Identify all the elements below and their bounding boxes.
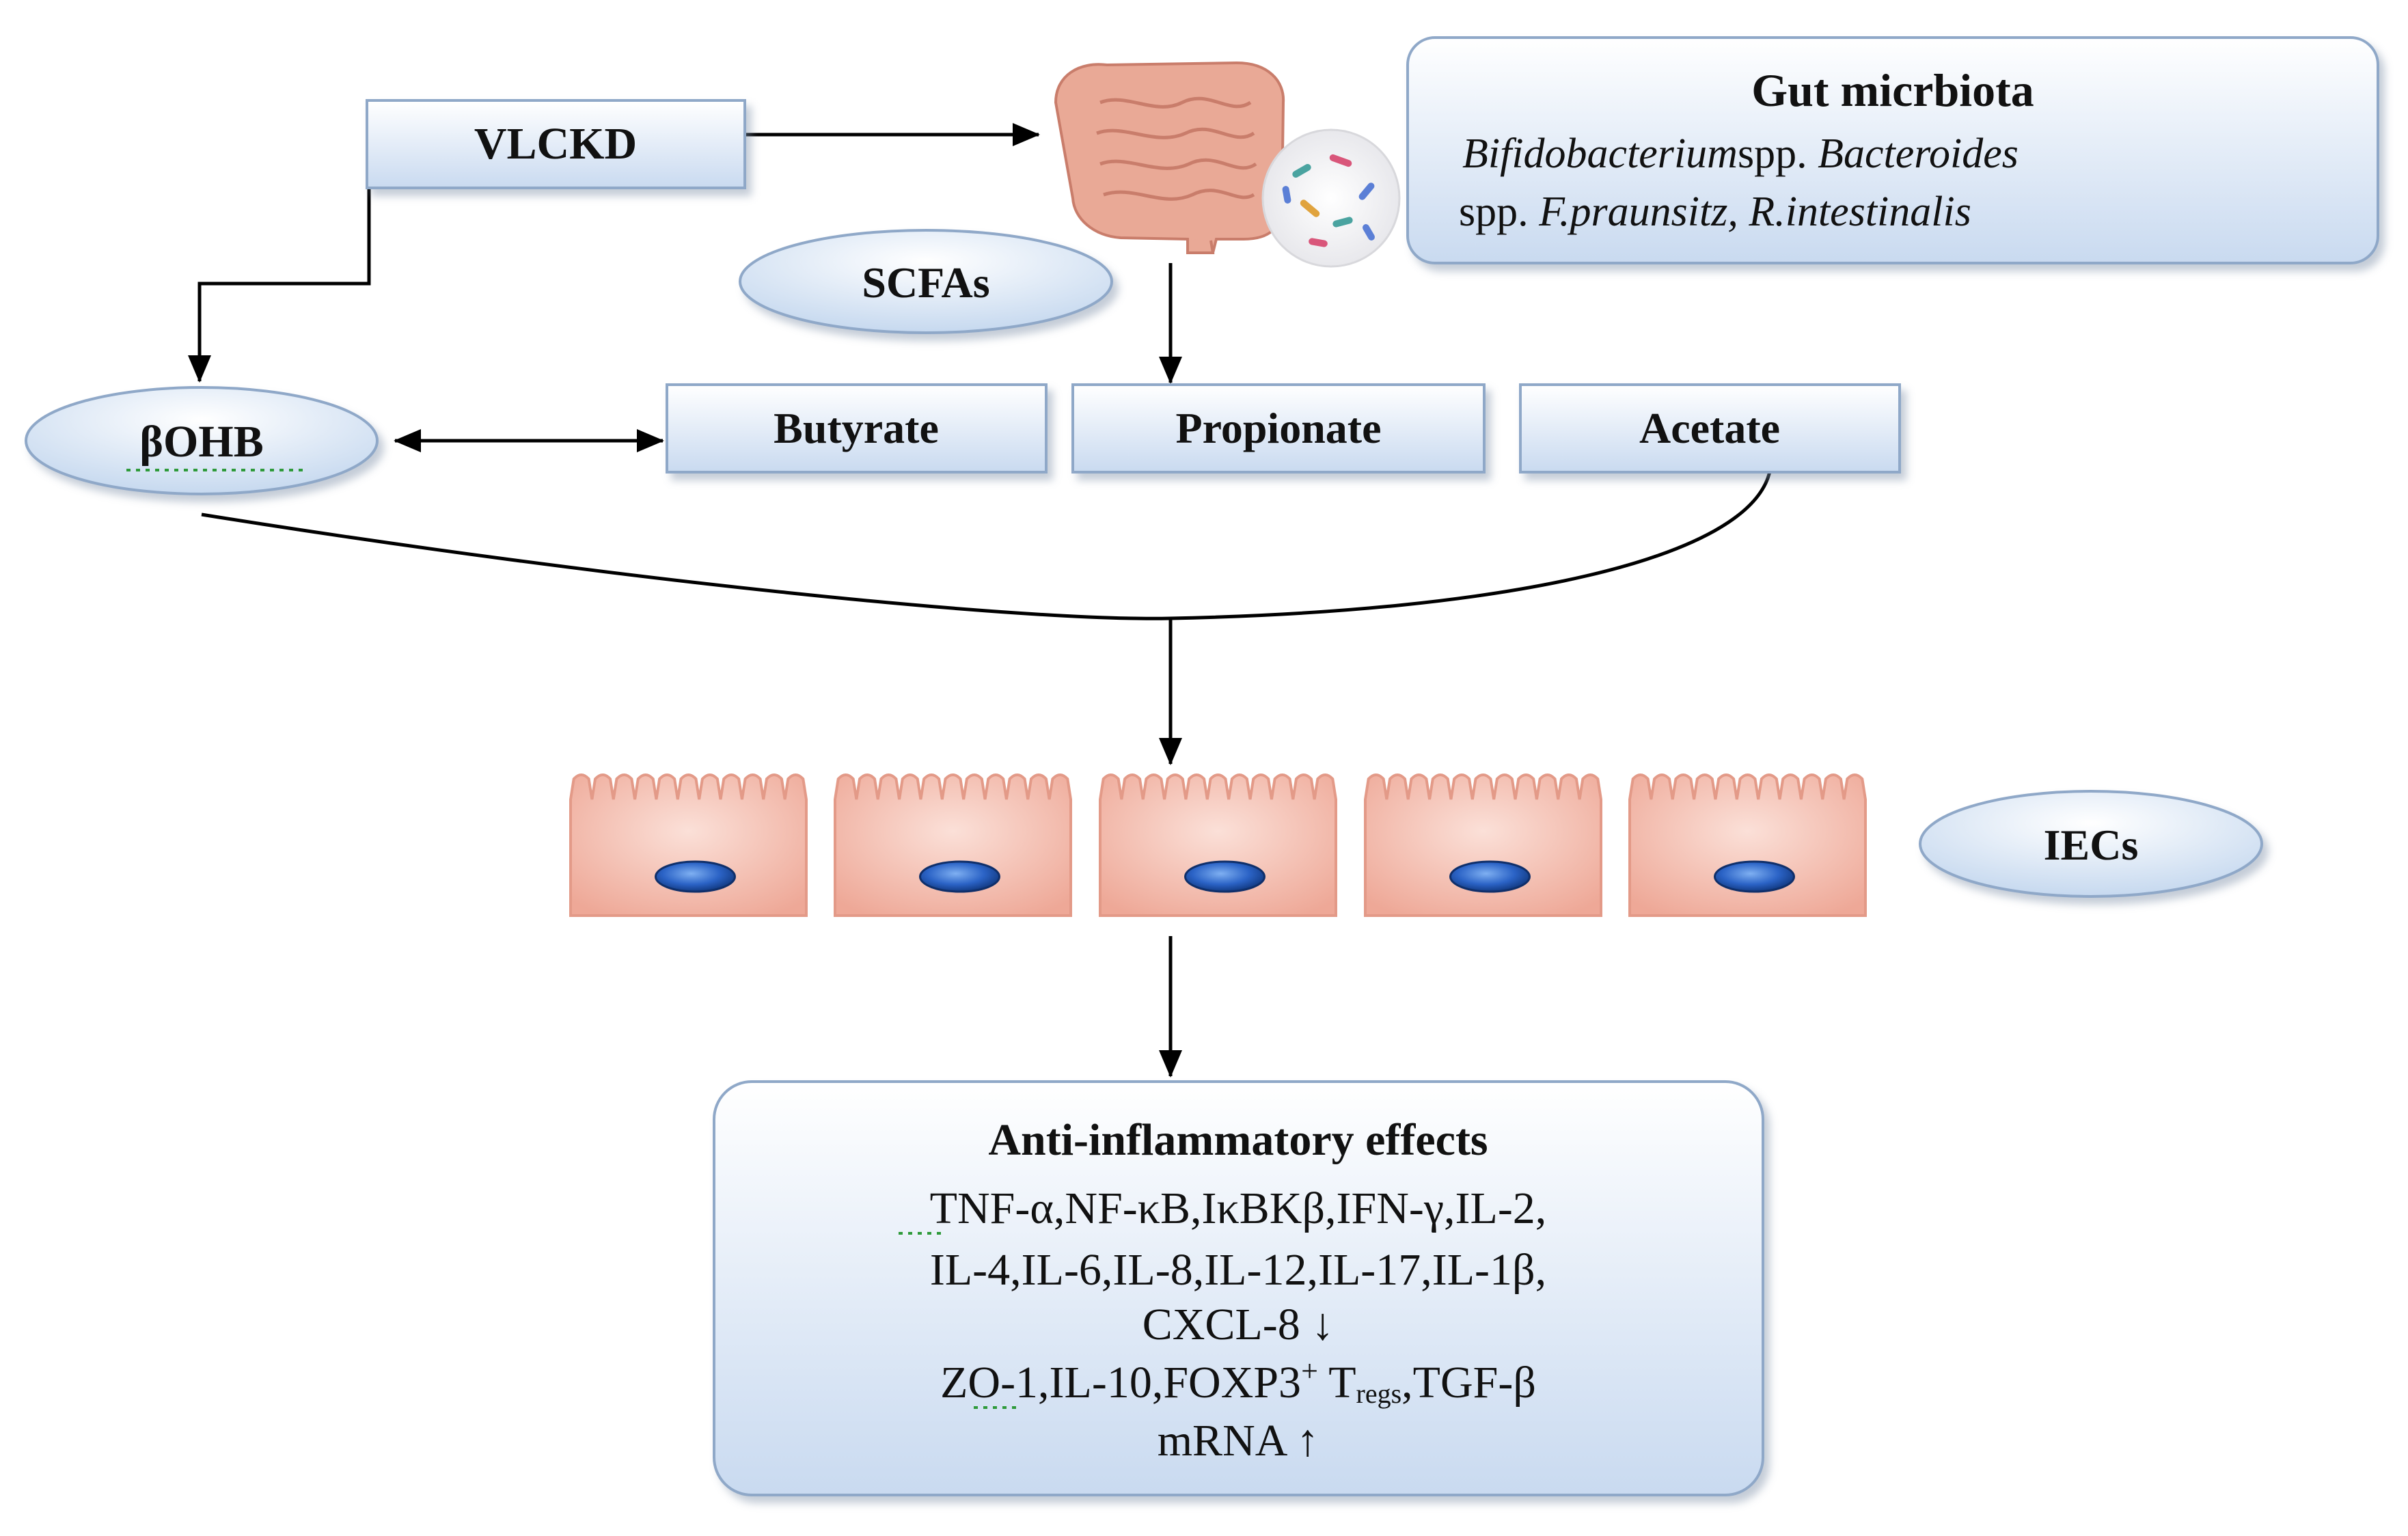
acetate-label: Acetate <box>1639 404 1780 452</box>
propionate-node <box>1071 383 1486 474</box>
arrow-vlckd-to-bohb <box>188 186 371 383</box>
vlckd-label: VLCKD <box>474 119 637 169</box>
gut-box-line1: Bifidobacteriumspp. Bacteroides <box>1462 131 2019 177</box>
cell-nucleus <box>1184 860 1265 893</box>
iecs-node <box>1919 790 2263 898</box>
curve-scfa-bohb-to-iecs <box>201 471 1772 620</box>
epithelial-cell-icon <box>1628 773 1867 917</box>
cell-nucleus <box>1714 860 1795 893</box>
propionate-label: Propionate <box>1175 404 1381 452</box>
effects-line3: CXCL-8 ↓ <box>1143 1300 1335 1349</box>
cell-nucleus <box>919 860 1000 893</box>
gut-microbiota-box <box>1406 36 2379 264</box>
intestine-icon <box>1054 61 1285 254</box>
epithelial-cells-row <box>569 773 1867 917</box>
epithelial-cell-icon <box>569 773 808 917</box>
effects-box <box>713 1080 1764 1496</box>
epithelial-cell-icon <box>834 773 1072 917</box>
scfas-label: SCFAs <box>862 258 989 307</box>
gut-box-line2: spp. F.praunsitz, R.intestinalis <box>1459 189 1971 235</box>
vlckd-node <box>366 99 746 189</box>
bohb-node <box>25 386 379 495</box>
effects-line1: TNF-α,NF-κB,IκBKβ,IFN-γ,IL-2, <box>930 1183 1547 1233</box>
iecs-label: IECs <box>2044 821 2139 869</box>
cell-nucleus <box>655 860 736 893</box>
butyrate-node <box>666 383 1048 474</box>
effects-line5: mRNA ↑ <box>1158 1416 1319 1466</box>
scfas-node <box>739 229 1113 334</box>
effects-line4: ZO-1,IL-10,FOXP3+ Tregs,TGF-β <box>940 1354 1536 1410</box>
effects-title: Anti-inflammatory effects <box>988 1115 1488 1165</box>
butyrate-label: Butyrate <box>774 404 939 452</box>
bacteria-icon <box>1261 128 1401 268</box>
epithelial-cell-icon <box>1364 773 1602 917</box>
cell-nucleus <box>1449 860 1531 893</box>
gut-box-title: Gut micrbiota <box>1751 64 2034 116</box>
bohb-label: βOHB <box>139 417 263 467</box>
epithelial-cell-icon <box>1099 773 1337 917</box>
effects-line2: IL-4,IL-6,IL-8,IL-12,IL-17,IL-1β, <box>930 1245 1546 1295</box>
acetate-node <box>1519 383 1901 474</box>
